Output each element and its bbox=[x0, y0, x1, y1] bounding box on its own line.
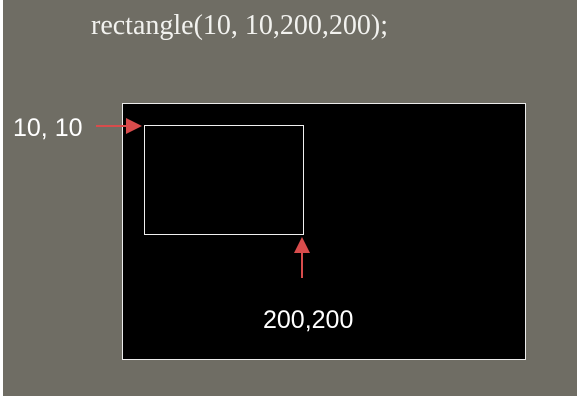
start-coordinate-label: 10, 10 bbox=[13, 114, 83, 142]
drawing-canvas bbox=[122, 103, 526, 360]
code-line: rectangle(10, 10,200,200); bbox=[91, 10, 389, 41]
drawn-rectangle bbox=[144, 125, 304, 235]
slide-background: rectangle(10, 10,200,200); 10, 10 200,20… bbox=[3, 0, 577, 396]
end-coordinate-label: 200,200 bbox=[263, 306, 354, 334]
